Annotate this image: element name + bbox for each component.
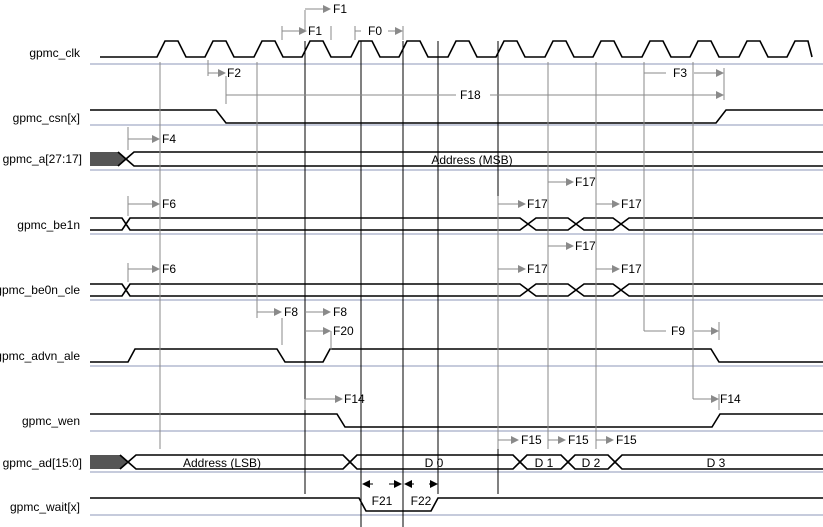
ad-bus-invalid bbox=[90, 455, 128, 469]
timing-label-f21: F21 bbox=[372, 494, 393, 508]
timing-label-f6-be0n: F6 bbox=[162, 262, 176, 276]
signal-label-be0n: gpmc_be0n_cle bbox=[0, 283, 80, 297]
timing-label-f15-c: F15 bbox=[616, 433, 637, 447]
timing-arrows bbox=[128, 5, 724, 444]
d1-label: D 1 bbox=[535, 456, 554, 470]
timing-label-f8-a: F8 bbox=[284, 305, 298, 319]
address-lsb-label: Address (LSB) bbox=[183, 456, 261, 470]
timing-label-f17-be1n-b: F17 bbox=[575, 175, 596, 189]
a-bus-invalid bbox=[90, 152, 126, 166]
signal-label-be1n: gpmc_be1n bbox=[17, 218, 80, 232]
row-separators bbox=[90, 63, 823, 516]
csn-waveform bbox=[90, 109, 823, 124]
timing-label-f14-a: F14 bbox=[344, 392, 365, 406]
address-msb-label: Address (MSB) bbox=[431, 153, 512, 167]
signal-label-advn: gpmc_advn_ale bbox=[0, 349, 80, 363]
timing-label-f15-a: F15 bbox=[521, 433, 542, 447]
be0n-waveform bbox=[90, 283, 823, 297]
timing-label-f17-be0n-b: F17 bbox=[575, 239, 596, 253]
timing-label-f17-be1n-a: F17 bbox=[527, 197, 548, 211]
advn-waveform bbox=[90, 348, 823, 363]
d2-label: D 2 bbox=[582, 456, 601, 470]
timing-label-f15-b: F15 bbox=[568, 433, 589, 447]
timing-label-f22: F22 bbox=[411, 494, 432, 508]
timing-labels: F1 F1 F0 F2 F3 F18 F4 F6 F17 F17 F17 F6 … bbox=[162, 2, 741, 508]
timing-label-f14-b: F14 bbox=[720, 392, 741, 406]
clk-waveform bbox=[100, 40, 813, 58]
timing-label-f18: F18 bbox=[460, 88, 481, 102]
timing-label-f8-b: F8 bbox=[333, 305, 347, 319]
timing-label-f4: F4 bbox=[162, 132, 176, 146]
timing-label-f2: F2 bbox=[227, 66, 241, 80]
timing-label-f17-be0n-c: F17 bbox=[621, 262, 642, 276]
timing-label-f0: F0 bbox=[368, 24, 382, 38]
annotation-lines bbox=[127, 10, 725, 449]
signal-label-csn: gpmc_csn[x] bbox=[13, 111, 80, 125]
wait-arrows bbox=[362, 480, 438, 488]
wait-waveform bbox=[90, 497, 823, 512]
signal-label-clk: gpmc_clk bbox=[29, 46, 81, 60]
ad-bus-valid bbox=[119, 454, 823, 470]
signal-label-ad: gpmc_ad[15:0] bbox=[3, 456, 82, 470]
timing-label-f3: F3 bbox=[673, 66, 687, 80]
be1n-waveform bbox=[90, 217, 823, 231]
timing-label-f20: F20 bbox=[333, 324, 354, 338]
signal-label-wait: gpmc_wait[x] bbox=[10, 500, 80, 514]
timing-label-f17-be0n-a: F17 bbox=[527, 262, 548, 276]
timing-label-f9: F9 bbox=[671, 324, 685, 338]
a-bus: Address (MSB) bbox=[90, 151, 823, 167]
a-bus-valid bbox=[117, 151, 823, 167]
timing-label-f1-top: F1 bbox=[333, 2, 347, 16]
signal-label-wen: gpmc_wen bbox=[22, 414, 80, 428]
d0-label: D 0 bbox=[425, 456, 444, 470]
d3-label: D 3 bbox=[707, 456, 726, 470]
timing-label-f17-be1n-c: F17 bbox=[621, 197, 642, 211]
ad-bus: Address (LSB) D 0 D 1 D 2 D 3 bbox=[90, 454, 823, 470]
timing-label-f1: F1 bbox=[308, 24, 322, 38]
wen-waveform bbox=[90, 413, 823, 428]
signal-label-a: gpmc_a[27:17] bbox=[3, 152, 82, 166]
timing-label-f6-be1n: F6 bbox=[162, 197, 176, 211]
signal-labels: gpmc_clk gpmc_csn[x] gpmc_a[27:17] gpmc_… bbox=[0, 46, 82, 514]
